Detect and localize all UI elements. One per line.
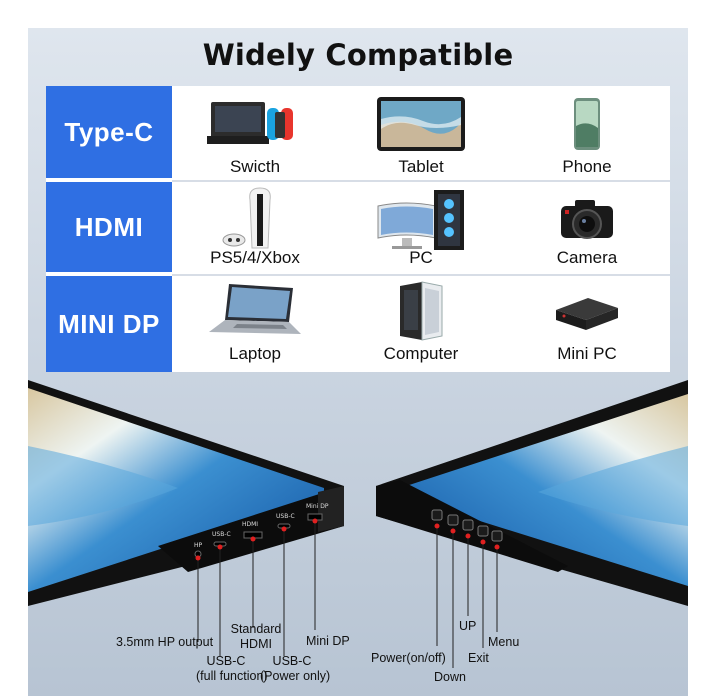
exit-button (477, 525, 489, 537)
monitor-ports-illustration: HP USB-C HDMI USB-C Mini DP (28, 380, 688, 668)
device-mini-pc: Mini PC (504, 276, 670, 372)
menu-button (491, 530, 503, 542)
callout-hdmi-line2: HDMI (240, 637, 272, 651)
callout-down: Down (434, 670, 466, 684)
category-label-type-c: Type-C (46, 86, 172, 180)
game-console-icon (207, 102, 293, 144)
callout-mini-dp: Mini DP (306, 634, 350, 648)
device-label: Camera (556, 248, 618, 267)
left-monitor (28, 380, 344, 606)
callout-usbc-full-line2: (full function) (196, 669, 268, 683)
svg-text:USB-C: USB-C (212, 531, 231, 538)
row-divider (172, 180, 670, 182)
device-tablet: Tablet (338, 86, 504, 180)
device-label: PC (409, 248, 433, 267)
right-callout-dots (434, 523, 500, 550)
computer-tower-icon (400, 281, 443, 341)
device-ps5: PS5/4/Xbox (172, 182, 338, 274)
power-button (431, 509, 443, 521)
callout-power: Power(on/off) (371, 651, 446, 665)
compatibility-table: Type-C Swicth Tablet (46, 86, 670, 372)
device-phone: Phone (504, 86, 670, 180)
laptop-icon (209, 284, 301, 334)
device-pc: PC (338, 182, 504, 274)
callout-menu: Menu (488, 635, 520, 649)
device-label: Swicth (229, 157, 281, 176)
callout-usbc-power: USB-C (Power only) (260, 654, 331, 684)
svg-text:Mini DP: Mini DP (306, 503, 329, 510)
callout-hdmi-line1: Standard (230, 622, 282, 636)
up-button (462, 519, 474, 531)
page-title: Widely Compatible (202, 38, 514, 72)
compat-row-mini-dp: MINI DP Laptop Computer (46, 276, 670, 372)
left-callout-dots (195, 518, 318, 561)
device-label: Tablet (398, 157, 444, 176)
callout-up: UP (459, 619, 477, 633)
device-label: Computer (383, 344, 459, 363)
callout-exit: Exit (468, 651, 489, 665)
callout-usbc-power-line1: USB-C (272, 654, 312, 668)
device-laptop: Laptop (172, 276, 338, 372)
usbc-full-port: USB-C (212, 531, 231, 547)
mini-pc-icon (556, 298, 618, 330)
device-label: Mini PC (557, 344, 617, 363)
right-callout-lines (436, 526, 498, 668)
right-monitor (376, 380, 688, 606)
callout-usbc-power-line2: (Power only) (260, 669, 331, 683)
tablet-icon (377, 97, 465, 151)
ps5-console-icon (222, 187, 271, 249)
compat-row-hdmi: HDMI PS5/4/Xbox PC (46, 182, 670, 274)
callout-hp-output: 3.5mm HP output (116, 635, 214, 649)
callout-usbc-full: USB-C (full function) (196, 654, 268, 684)
row-divider (172, 274, 670, 276)
device-label: Phone (562, 157, 612, 176)
right-button-strip (431, 509, 503, 542)
device-computer: Computer (338, 276, 504, 372)
compat-row-type-c: Type-C Swicth Tablet (46, 86, 670, 180)
device-label: PS5/4/Xbox (210, 248, 300, 267)
device-switch: Swicth (172, 86, 338, 180)
left-port-strip: HP USB-C HDMI USB-C Mini DP (194, 503, 329, 558)
left-callout-lines (197, 522, 316, 656)
down-button (447, 514, 459, 526)
device-camera: Camera (504, 182, 670, 274)
camera-icon (561, 200, 613, 239)
svg-text:USB-C: USB-C (276, 513, 295, 520)
callout-standard-hdmi: Standard HDMI (228, 622, 284, 652)
category-label-mini-dp: MINI DP (46, 276, 172, 372)
svg-text:HP: HP (194, 542, 203, 549)
callout-usbc-full-line1: USB-C (206, 654, 246, 668)
phone-icon (574, 98, 600, 150)
category-label-hdmi: HDMI (46, 182, 172, 274)
svg-text:HDMI: HDMI (242, 521, 258, 528)
pc-icon (377, 190, 464, 250)
device-label: Laptop (229, 344, 281, 363)
